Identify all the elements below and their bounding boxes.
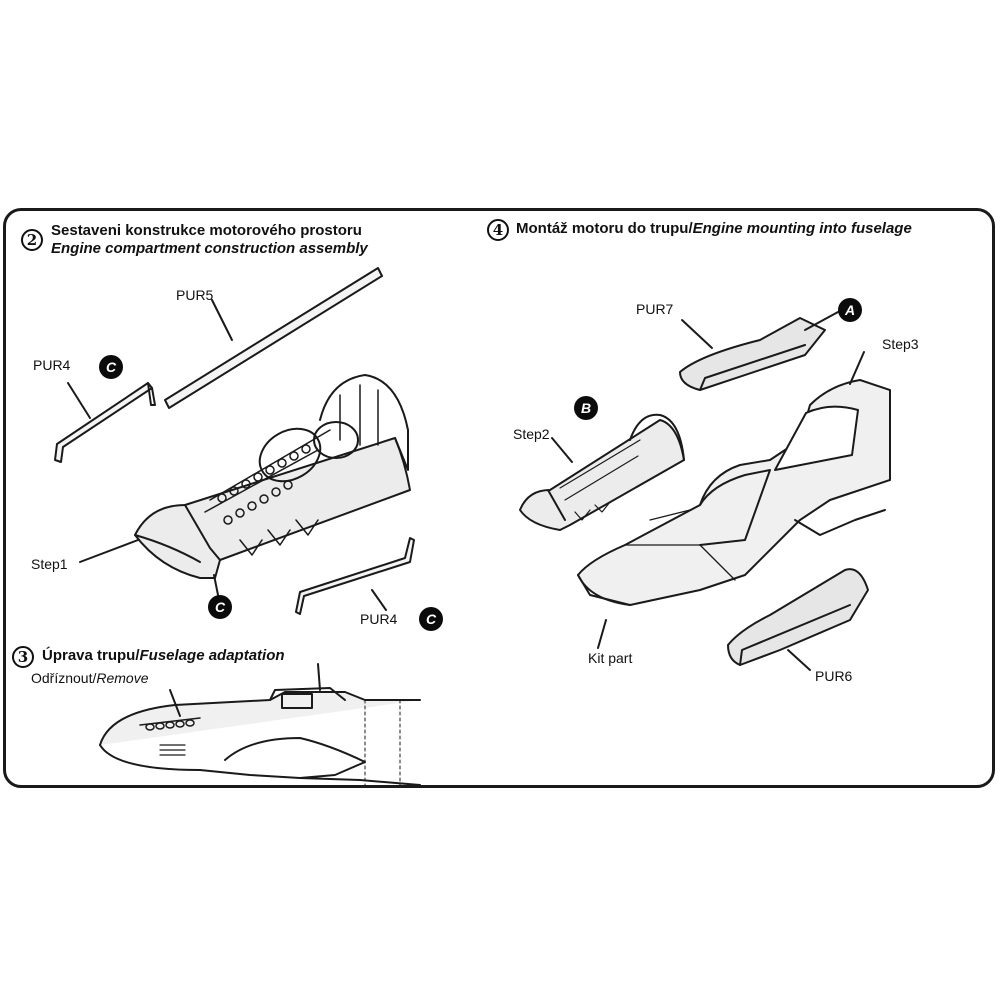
remove-leader [169, 689, 181, 717]
step3-leader [849, 351, 865, 385]
label-pur7: PUR7 [636, 301, 674, 317]
pur7-part [679, 317, 826, 391]
step-number-3: 3 [12, 646, 34, 668]
step1-leader [79, 539, 139, 563]
badge-b: B [574, 396, 598, 420]
badge-c-left: C [99, 355, 123, 379]
section2-title-en: Engine compartment construction assembly [51, 240, 368, 257]
pur4-left-part [54, 382, 156, 463]
section3-title: Úprava trupu/Fuselage adaptation [42, 647, 285, 664]
section4-title: Montáž motoru do trupu/Engine mounting i… [516, 220, 912, 237]
section4-title-en: Engine mounting into fuselage [692, 220, 912, 237]
engine-compartment-step1 [134, 374, 411, 579]
pur4-left-leader [67, 382, 91, 419]
section3-title-cz: Úprava trupu/ [42, 647, 140, 664]
label-remove-en: Remove [96, 670, 149, 686]
badge-c-right: C [419, 607, 443, 631]
label-pur5: PUR5 [176, 287, 214, 303]
pur4-bottom-leader [371, 589, 387, 611]
badge-c-bottom: C [208, 595, 232, 619]
label-pur4-left: PUR4 [33, 357, 71, 373]
fuselage-kit-part [577, 379, 891, 606]
fuselage-side-view [99, 687, 421, 786]
label-remove: Odříznout/Remove [31, 670, 149, 686]
badge-c2-leader [213, 574, 219, 596]
label-pur4-bottom: PUR4 [360, 611, 398, 627]
pur6-leader [787, 649, 811, 671]
label-kit-part: Kit part [588, 650, 633, 666]
cockpit-leader [317, 663, 321, 691]
pur5-part [164, 267, 383, 409]
step-number-4: 4 [487, 219, 509, 241]
section2-title-cz: Sestaveni konstrukce motorového prostoru [51, 222, 362, 239]
pur4-bottom-part [295, 537, 415, 615]
step-number-2: 2 [21, 229, 43, 251]
label-step3: Step3 [882, 336, 919, 352]
pur7-leader [681, 319, 713, 349]
label-step1: Step1 [31, 556, 68, 572]
label-pur6: PUR6 [815, 668, 853, 684]
pur5-leader [211, 299, 233, 341]
step2-leader [551, 437, 573, 463]
label-step2: Step2 [513, 426, 550, 442]
pur6-part [727, 568, 869, 666]
section3-title-en: Fuselage adaptation [139, 647, 285, 664]
kit-part-leader [597, 619, 607, 649]
badge-a: A [838, 298, 862, 322]
engine-compartment-step2 [519, 413, 685, 531]
label-remove-cz: Odříznout/ [31, 670, 97, 686]
badge-a-leader [804, 311, 839, 331]
section4-title-cz: Montáž motoru do trupu/ [516, 220, 693, 237]
